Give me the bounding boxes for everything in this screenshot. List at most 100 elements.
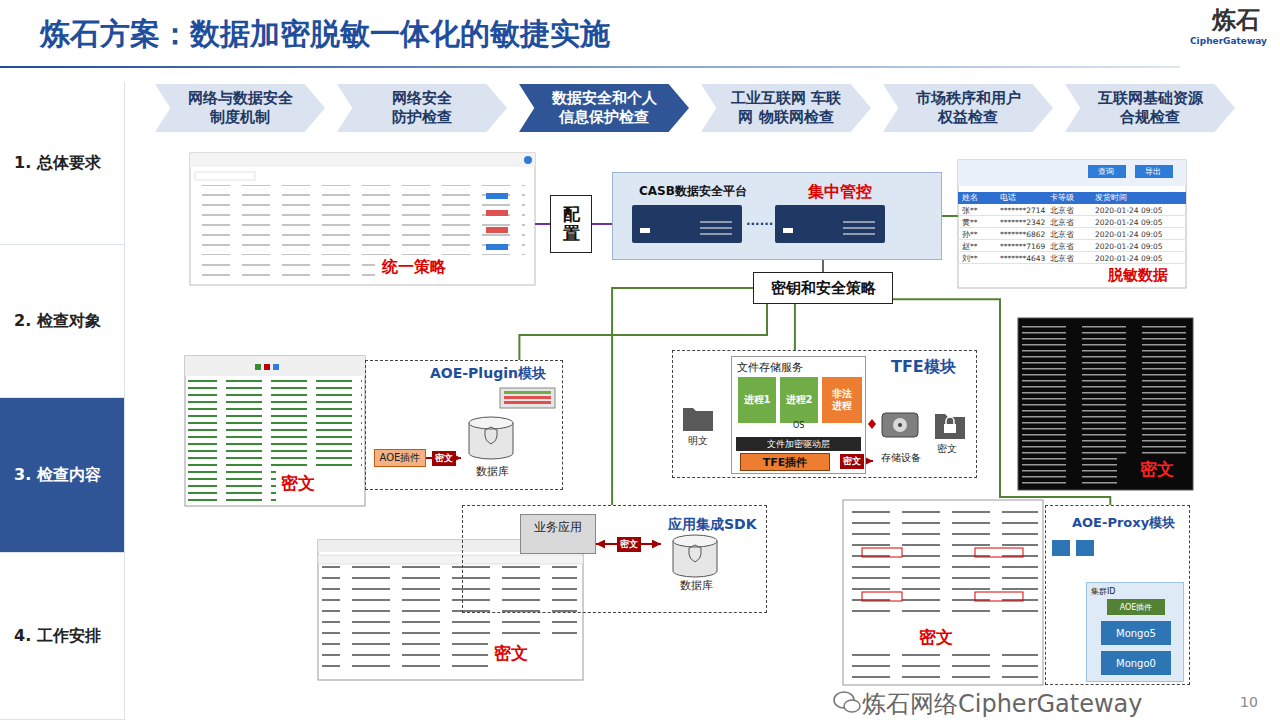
node-text: Mongo5 [1116, 628, 1156, 639]
edge-label-slot: 密文 [432, 451, 456, 466]
json-screenshot [843, 500, 1043, 685]
edge-label: 密文 [617, 537, 641, 552]
node-text: 密文 [919, 626, 1043, 649]
label-slot: *******6862 [1000, 230, 1045, 239]
node-text: 互联网基础资源 合规检查 [1089, 89, 1211, 127]
label-text: 刘** [962, 254, 978, 263]
database: 数据库 [461, 416, 523, 484]
edge-label: 密文 [432, 451, 456, 466]
label-slot: 卡等级 [1050, 193, 1074, 203]
node-text: 3. 检查内容 [14, 465, 101, 486]
label-slot: 2020-01-24 09:05 [1095, 254, 1163, 263]
label-text: 姓名 [962, 193, 978, 203]
connector [893, 299, 1110, 505]
sidebar-band: 2. 检查对象 [0, 245, 125, 398]
edge-label: 密文 [840, 454, 864, 469]
label-text: 北京省 [1050, 230, 1074, 239]
connector [942, 215, 958, 217]
database-icon [469, 417, 513, 459]
label-text: 炼石 [1212, 4, 1260, 36]
process-block: 非法进程 [822, 377, 862, 423]
chevron-step: 互联网基础资源 合规检查 [1065, 84, 1235, 132]
node-text: 文件加密驱动层 [767, 438, 830, 451]
wechat-icon [834, 692, 860, 712]
app-box: 业务应用 [520, 514, 596, 554]
sdk-screenshot [318, 540, 583, 680]
node-text: 1. 总体要求 [14, 153, 101, 174]
masked-data-screenshot [958, 160, 1186, 288]
label-text: 电话 [1000, 193, 1016, 203]
connector [592, 223, 612, 225]
chevron-step: 市场秩序和用户 权益检查 [883, 84, 1053, 132]
label-text: 2020-01-24 09:05 [1095, 218, 1163, 227]
proxy-icons [1052, 540, 1094, 556]
label-slot: 姓名 [962, 193, 978, 203]
label-slot: 导出 [1145, 166, 1161, 177]
label-slot: 北京省 [1050, 230, 1074, 239]
label-text: 查询 [1098, 166, 1114, 177]
edge-label-slot: 密文 [617, 537, 641, 552]
process-box: 密钥和安全策略 [753, 272, 893, 304]
node-text: 密文 [1140, 458, 1193, 481]
cluster-box: 集群IDAOE插件Mongo5Mongo0 [1086, 582, 1184, 682]
label-slot: 黄** [962, 218, 978, 227]
storage-device: 存储设备 [873, 411, 929, 469]
label-text: 北京省 [1050, 242, 1074, 251]
label-slot: 北京省 [1050, 254, 1074, 263]
label-slot: CipherGateway [1190, 36, 1267, 46]
label-slot: 2020-01-24 09:05 [1095, 230, 1163, 239]
connector [535, 223, 550, 225]
db-instance: Mongo0 [1101, 651, 1171, 675]
process-block: 进程2 [780, 377, 818, 423]
database-icon [673, 535, 717, 577]
label-text: 10 [1240, 694, 1258, 710]
label-text: *******4643 [1000, 254, 1045, 263]
label-text: 炼石网络CipherGateway [862, 688, 1143, 720]
label-slot: OS [793, 422, 804, 430]
node-text: 网络安全 防护检查 [385, 89, 460, 127]
node-text: 文件存储服务 [737, 360, 865, 375]
casb-platform [612, 172, 942, 260]
node-text: 非法进程 [831, 388, 853, 412]
policy-screenshot [190, 153, 535, 285]
node-text: 脱敏数据 [1108, 266, 1186, 285]
label-text: OS [793, 422, 804, 430]
label-text: 密文 [937, 442, 957, 456]
label-text: 2020-01-24 09:05 [1095, 230, 1163, 239]
platform-box: CASB数据安全平台集中管控 [612, 172, 942, 260]
label-text: *******2714 [1000, 206, 1045, 215]
label-slot: *******7169 [1000, 242, 1045, 251]
screenshot-panel: 密文 [318, 540, 583, 680]
node-text: 4. 工作安排 [14, 626, 101, 647]
node-text: 配置 [563, 205, 580, 242]
screenshot-panel: 密文 [1018, 318, 1193, 490]
title-slot: 炼石方案：数据加密脱敏一体化的敏捷实施 [40, 14, 610, 55]
node-text: AOE插件 [380, 451, 421, 465]
label-slot: 炼石 [1212, 4, 1260, 36]
label-slot: 北京省 [1050, 242, 1074, 251]
node-text: 2. 检查对象 [14, 311, 101, 332]
node-text: AOE-Plugin模块 [430, 365, 562, 383]
node-text: CASB数据安全平台 [639, 183, 941, 200]
label-slot: 2020-01-24 09:05 [1095, 218, 1163, 227]
connector [794, 304, 796, 350]
database: 数据库 [661, 534, 731, 596]
label-slot: 刘** [962, 254, 978, 263]
screenshot-panel: 密文 [185, 356, 365, 506]
node-text: 密文 [494, 642, 583, 665]
label-slot: *******2714 [1000, 206, 1045, 215]
node-text: TFE模块 [891, 357, 976, 378]
plugin-screenshot [185, 356, 365, 506]
sidebar-band: 3. 检查内容 [0, 398, 125, 553]
label-text: CipherGateway [1190, 36, 1267, 46]
process-box: 配置 [550, 195, 592, 253]
label-slot: 发货时间 [1095, 193, 1127, 203]
label-slot: 查询 [1098, 166, 1114, 177]
label-text: 2020-01-24 09:05 [1095, 254, 1163, 263]
chevron-step: 工业互联网 车联 网 物联网检查 [701, 84, 871, 132]
label-slot: 北京省 [1050, 218, 1074, 227]
chevron-step: 网络安全 防护检查 [337, 84, 507, 132]
driver-layer: 文件加密驱动层 [736, 437, 861, 451]
label-slot: 电话 [1000, 193, 1016, 203]
node-text: 集中管控 [808, 182, 941, 203]
